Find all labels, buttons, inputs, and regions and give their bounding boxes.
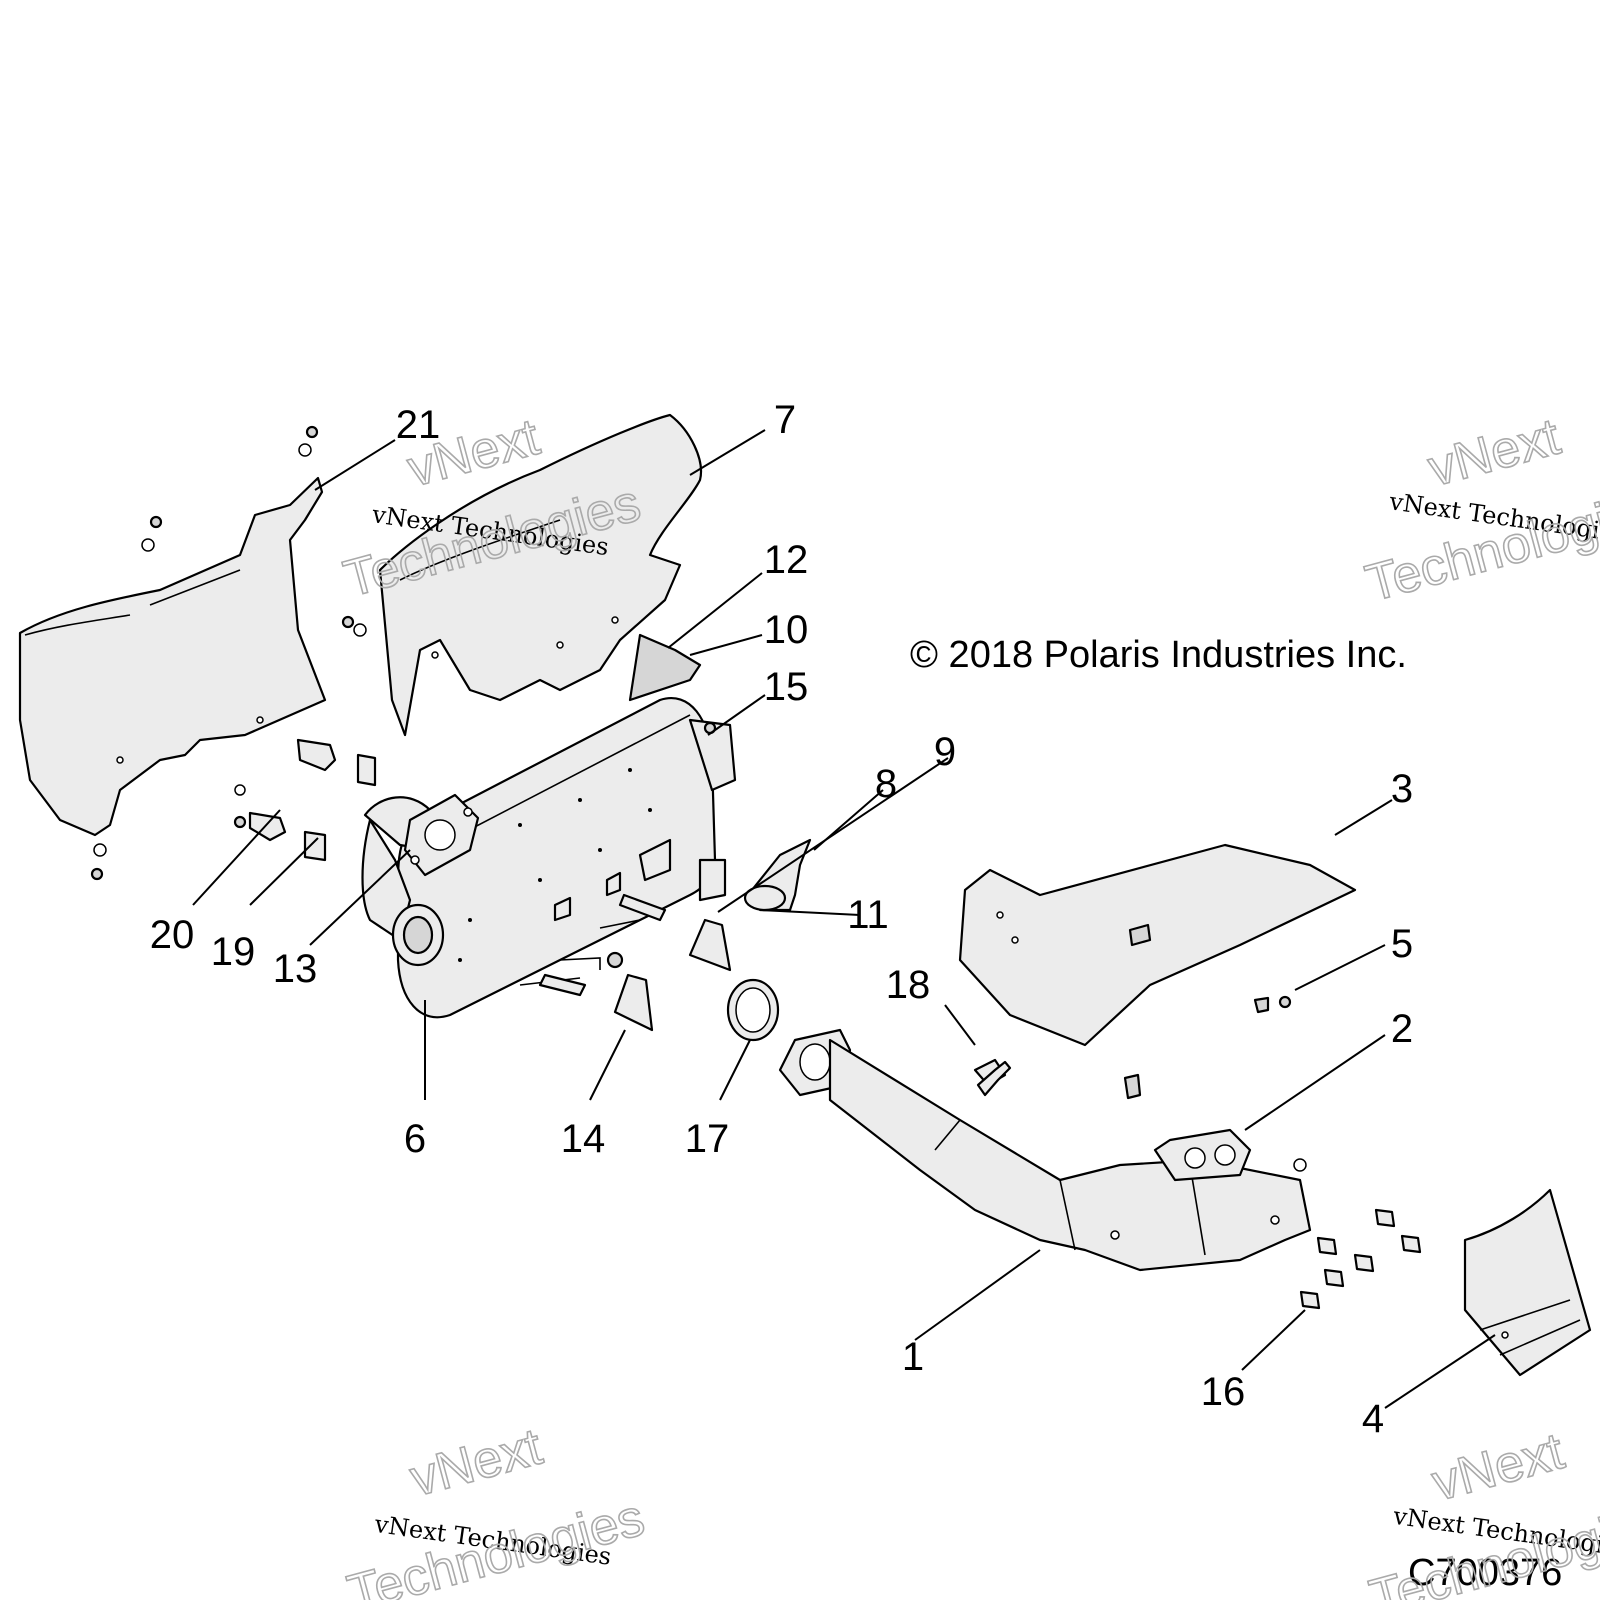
callout-2: 2 [1391,1007,1413,1051]
callout-1: 1 [902,1335,924,1379]
watermark-vnext: vNext [1426,1422,1570,1513]
callout-7: 7 [774,398,796,442]
callout-4: 4 [1362,1397,1384,1441]
springs-and-bolts [248,738,377,862]
callout-18: 18 [886,963,931,1007]
heat-shield-left [18,425,327,881]
callout-21: 21 [396,403,441,447]
watermark-top-right: vNext vNext Technologies Technologies [1359,407,1600,614]
watermark-technologies: Technologies [342,1489,650,1600]
watermark-vnext: vNext [404,1418,548,1509]
copyright-notice: © 2018 Polaris Industries Inc. [910,634,1407,676]
callout-9: 9 [934,730,956,774]
oxygen-sensor [976,996,1270,1097]
leader-lines [192,429,1496,1409]
callout-19: 19 [211,930,256,974]
callout-6: 6 [404,1117,426,1161]
muffler [361,633,737,1019]
exhaust-header-pipe [778,1028,1312,1272]
callout-13: 13 [273,947,318,991]
tailpipe-tip [743,838,812,912]
callout-8: 8 [875,762,897,806]
heat-shield-upper [341,413,703,737]
callout-15: 15 [764,665,809,709]
callout-20: 20 [150,913,195,957]
callout-17: 17 [685,1117,730,1161]
heat-shield-right [958,843,1357,1100]
callout-14: 14 [561,1117,606,1161]
callout-16: 16 [1201,1370,1246,1414]
callouts: 1 2 3 4 5 6 7 8 9 10 11 12 13 14 15 16 1… [150,398,1413,1441]
callout-12: 12 [764,538,809,582]
callout-11: 11 [847,893,889,937]
watermark-vnext: vNext [1422,408,1566,499]
callout-5: 5 [1391,922,1413,966]
skid-plate [1463,1188,1592,1377]
callout-10: 10 [764,608,809,652]
flange-bolts [1299,1208,1422,1310]
drawing-code: C700376 [1408,1552,1562,1594]
watermark-bottom-left: vNext vNext Technologies Technologies [341,1417,651,1600]
callout-3: 3 [1391,767,1413,811]
mount-blocks [606,918,780,1042]
